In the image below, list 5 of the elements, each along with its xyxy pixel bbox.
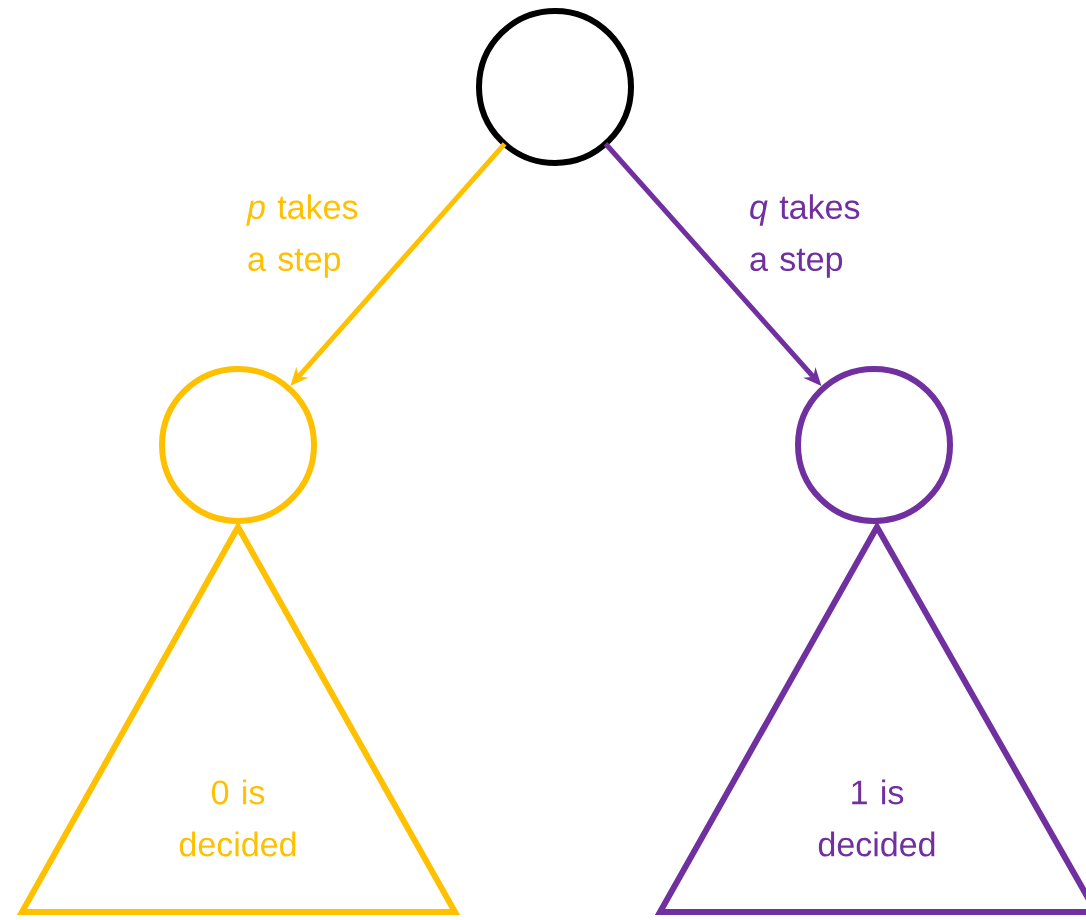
edge-label: q takes a step (750, 194, 860, 278)
circle (159, 366, 317, 524)
circle (476, 8, 634, 166)
circle (795, 366, 953, 524)
edge-label: p takes a step (246, 194, 358, 278)
